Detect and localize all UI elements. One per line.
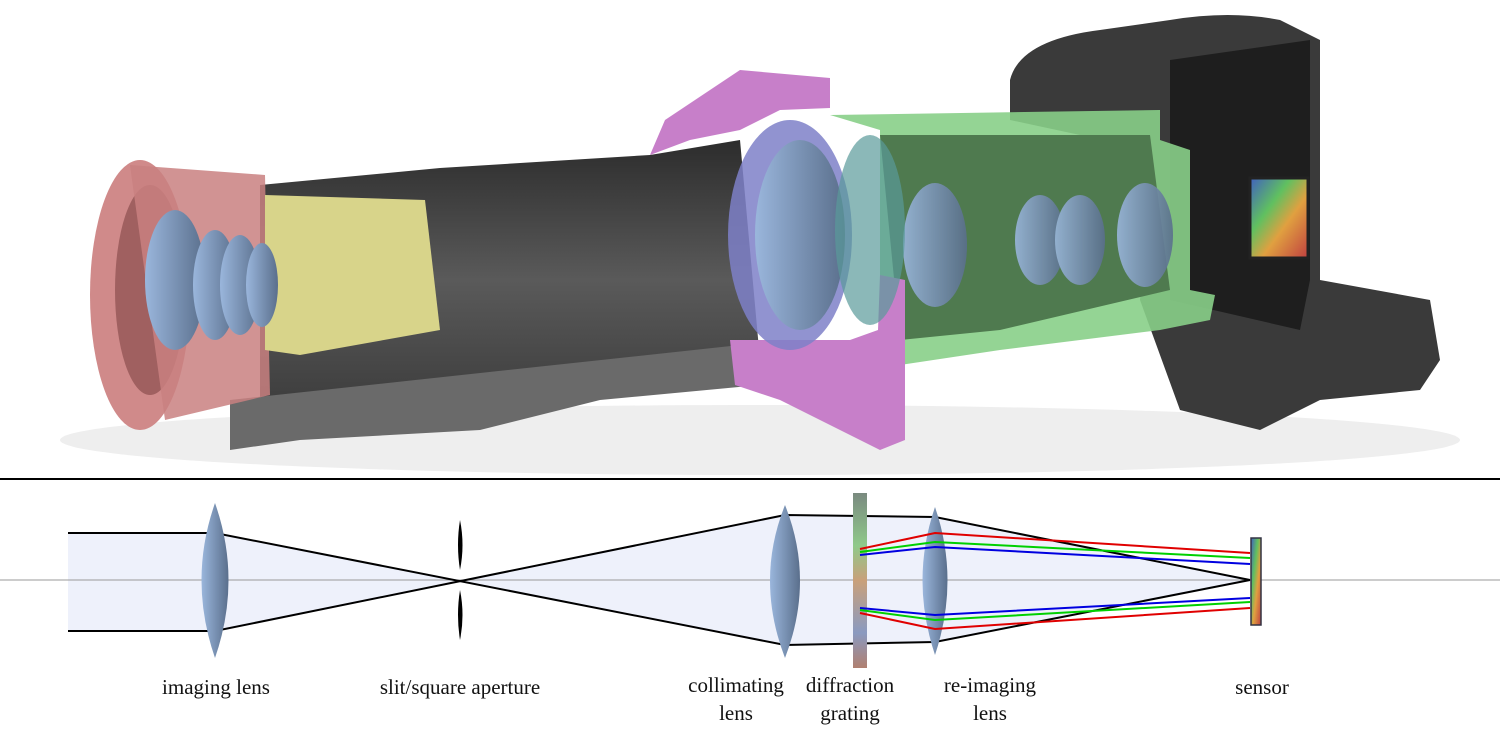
sensor-chip [1248, 176, 1310, 260]
label-line: re-imaging [943, 673, 1037, 697]
dispersed-rays [859, 531, 1251, 631]
label-line: lens [719, 701, 753, 725]
label-line: collimating [688, 673, 784, 697]
cutaway-render [60, 15, 1460, 475]
label-sensor: sensor [1235, 675, 1289, 699]
ray-green-bottom [859, 601, 1251, 622]
imaging-lens [201, 503, 229, 658]
reimaging-lens [922, 507, 948, 655]
label-collimating-lens: collimating lens [688, 671, 784, 727]
label-diffraction-grating: diffraction grating [806, 671, 894, 727]
label-line: grating [820, 701, 880, 725]
ray-diagram [0, 493, 1500, 668]
inner-barrel [265, 195, 440, 355]
label-line: lens [973, 701, 1007, 725]
label-aperture: slit/square aperture [379, 675, 541, 699]
ray-red-bottom [859, 607, 1251, 631]
ray-blue-bottom [859, 597, 1251, 617]
purple-flange [650, 70, 830, 155]
purple-flange-lower [730, 275, 905, 450]
ray-red-top [859, 531, 1251, 554]
label-reimaging-lens: re-imaging lens [944, 671, 1036, 727]
collimating-lens-glass [755, 140, 845, 330]
ray-blue-top [859, 545, 1251, 565]
grating-3d [835, 135, 905, 325]
collimating-lens [770, 505, 800, 658]
label-imaging-lens: imaging lens [162, 675, 270, 699]
diffraction-grating [853, 493, 867, 668]
aperture-bottom [458, 590, 463, 640]
housing-lenses [903, 183, 1173, 307]
sensor [1250, 537, 1262, 626]
imaging-lens-stack [145, 210, 278, 350]
label-line: diffraction [805, 673, 895, 697]
aperture-top [458, 520, 463, 570]
ray-green-top [859, 540, 1251, 559]
tube-bottom-wall [230, 345, 760, 450]
